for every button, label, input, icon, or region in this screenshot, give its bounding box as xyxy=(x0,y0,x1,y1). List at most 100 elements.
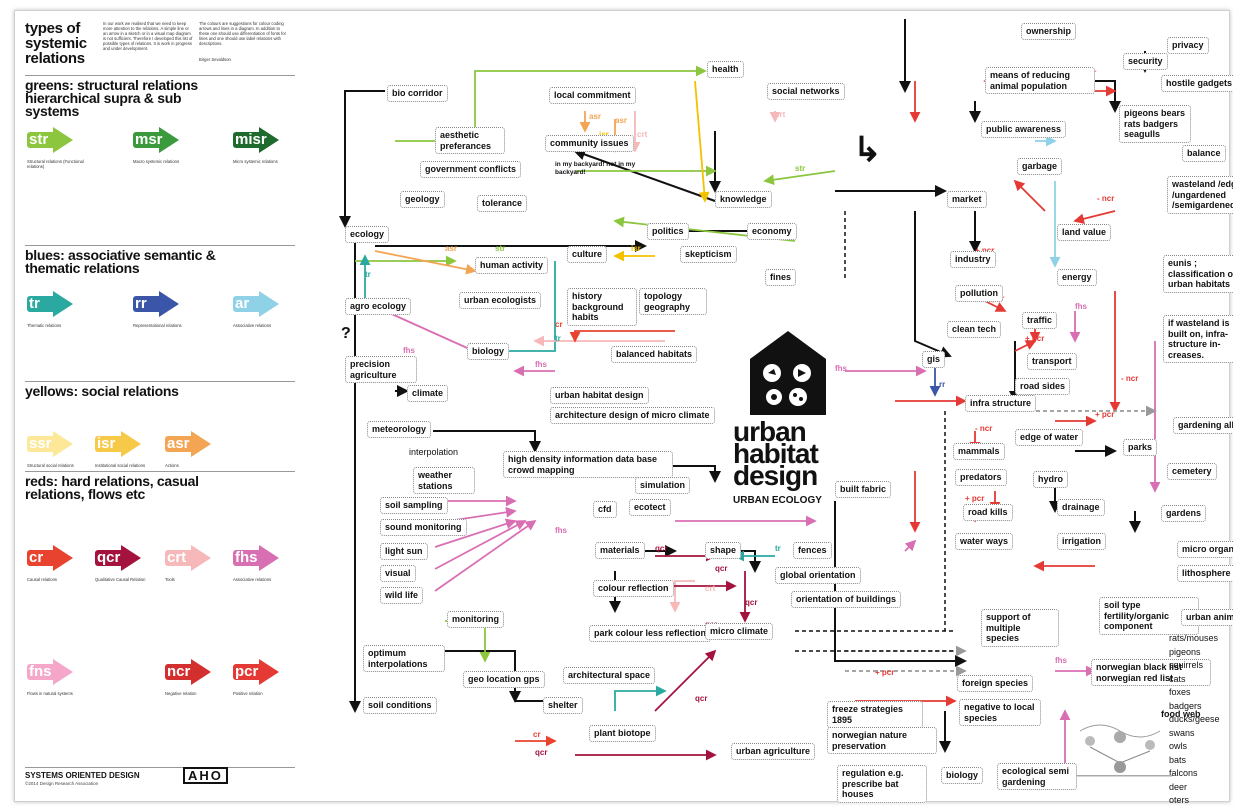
legend-arrow-tr: tr xyxy=(27,291,73,317)
legend-arrow-description: Representational relations xyxy=(133,323,182,328)
edge-label: isr xyxy=(599,130,609,139)
node-gis: gis xyxy=(922,351,946,368)
node-optimum-interpolations: optimum interpolations xyxy=(363,645,445,672)
relation-edge-isr xyxy=(694,80,710,203)
animal-list-item: cats xyxy=(1169,673,1186,684)
node-ecology: ecology xyxy=(345,226,390,243)
node-biology: biology xyxy=(941,767,983,784)
relation-edge-cr xyxy=(569,330,675,343)
legend-arrow-fhs: fhs xyxy=(233,545,279,571)
node-soil-conditions: soil conditions xyxy=(363,697,437,714)
legend-intro-1: In our work we realised that we need to … xyxy=(103,21,193,51)
legend-arrow-code: fhs xyxy=(235,549,258,566)
legend-arrow-description: Macro systemic relations xyxy=(133,159,180,164)
legend-arrow-description: Institutional social relations xyxy=(95,463,146,468)
node-architectural-space: architectural space xyxy=(563,667,656,684)
node-orientation-of-buildings: orientation of buildings xyxy=(791,591,901,608)
animal-list-item: oters xyxy=(1169,795,1190,805)
node-drainage: drainage xyxy=(1057,499,1105,516)
legend-arrow-ssr: ssr xyxy=(27,431,73,457)
house-icon xyxy=(748,329,828,417)
node-geology: geology xyxy=(400,191,445,208)
relation-edge-k xyxy=(433,430,541,453)
yellows-heading: yellows: social relations xyxy=(25,383,179,399)
animal-list-item: foxes xyxy=(1169,687,1191,697)
center-title: urban habitat design xyxy=(733,416,819,491)
center-subtitle: URBAN ECOLOGY xyxy=(733,495,822,506)
node-transport: transport xyxy=(1027,353,1077,370)
relation-edge-ncr xyxy=(1073,210,1116,225)
node-urban-habitat-design: urban habitat design xyxy=(550,387,649,404)
node-interpolation: interpolation xyxy=(409,447,459,457)
node-micro-climate: micro climate xyxy=(705,623,774,640)
edge-label: qcr xyxy=(715,564,727,573)
legend-intro-2: The colours are suggestions for colour c… xyxy=(199,21,286,46)
node-bio-corridor: bio corridor xyxy=(387,85,448,102)
divider xyxy=(25,767,295,768)
legend-arrow-description: Associative relations xyxy=(233,577,272,582)
node-tolerance: tolerance xyxy=(477,195,528,212)
legend-arrow-code: tr xyxy=(29,295,40,312)
edge-label: rr xyxy=(939,380,945,389)
node-industry: industry xyxy=(950,251,996,268)
node-sound-monitoring: sound monitoring xyxy=(380,519,467,536)
edge-label: + pcr xyxy=(875,668,894,677)
relation-edge-fhs xyxy=(434,519,537,592)
node-agro-ecology: agro ecology xyxy=(345,298,412,315)
relation-edge-k xyxy=(573,148,716,202)
edge-label: qcr xyxy=(695,694,707,703)
node-urban-ecologists: urban ecologists xyxy=(459,292,542,309)
relation-edge-k xyxy=(834,501,967,667)
legend-arrow-code: ncr xyxy=(167,663,191,680)
node-ownership: ownership xyxy=(1021,23,1077,40)
node-urban-agriculture: urban agriculture xyxy=(731,743,816,760)
node-market: market xyxy=(947,191,987,208)
edge-label: crt xyxy=(637,130,648,139)
animal-list-item: owls xyxy=(1169,741,1188,751)
legend-arrow-description: Positive relation xyxy=(233,691,263,696)
edge-label: fhs xyxy=(835,364,848,373)
relation-edge-pcr xyxy=(1013,179,1046,212)
node-means-of-reducing-animal-population: means of reducing animal population xyxy=(985,67,1095,94)
node-irrigation: irrigation xyxy=(1057,533,1107,550)
node-lithosphere: lithosphere xyxy=(1177,565,1233,582)
animal-list-item: squirrels xyxy=(1169,660,1204,670)
node-cfd: cfd xyxy=(593,501,617,518)
node-energy: energy xyxy=(1057,269,1097,286)
edge-label: fhs xyxy=(555,526,568,535)
animal-list-item: deer xyxy=(1169,781,1188,792)
edge-label: tr xyxy=(365,270,371,279)
animal-list-item: rats/mouses xyxy=(1169,633,1219,643)
node-gardening-allotment: gardening allotment xyxy=(1173,417,1233,434)
node-land-value: land value xyxy=(1057,224,1112,241)
edge-label: cr xyxy=(533,730,541,739)
edge-label: tr xyxy=(775,544,781,553)
relation-edge-qcr xyxy=(654,649,717,712)
node-norwegian-black-list-norwegian-red-list: norwegian black list norwegian red list xyxy=(1091,659,1211,686)
node-architecture-design-of-micro-climate: architecture design of micro climate xyxy=(550,407,715,424)
edge-label: fhs xyxy=(403,346,416,355)
edge-label: - ncr xyxy=(975,424,992,433)
node-colour-reflection: colour reflection xyxy=(593,580,674,597)
animal-list-item: ducks/geese xyxy=(1169,714,1220,724)
node-balanced-habitats: balanced habitats xyxy=(611,346,698,363)
node-skepticism: skepticism xyxy=(680,246,737,263)
edge-label: qcr xyxy=(535,748,547,757)
legend-arrow-code: ssr xyxy=(29,435,52,452)
node-aesthetic-preferances: aesthetic preferances xyxy=(435,127,505,154)
node-infra-structure: infra structure xyxy=(965,395,1037,412)
node-privacy: privacy xyxy=(1167,37,1209,54)
node-regulation-e-g-prescribe-bat-houses: regulation e.g. prescribe bat houses xyxy=(837,765,927,803)
node-human-activity: human activity xyxy=(475,257,549,274)
relation-edge-crt xyxy=(669,580,695,613)
relation-edge-k xyxy=(339,90,385,228)
food-web-image xyxy=(1070,711,1180,783)
relation-edge-fhs xyxy=(434,518,517,548)
node-mammals: mammals xyxy=(953,443,1005,460)
node-culture: culture xyxy=(567,246,608,263)
node-community-issues: community issues xyxy=(545,135,634,152)
edge-label: asr xyxy=(445,244,457,253)
node-in-my-backyard-not-in-my-backyard: in my backyard! not in my backyard! xyxy=(555,161,636,176)
edge-label: fhs xyxy=(535,360,548,369)
relation-edge-fhs xyxy=(434,520,527,570)
